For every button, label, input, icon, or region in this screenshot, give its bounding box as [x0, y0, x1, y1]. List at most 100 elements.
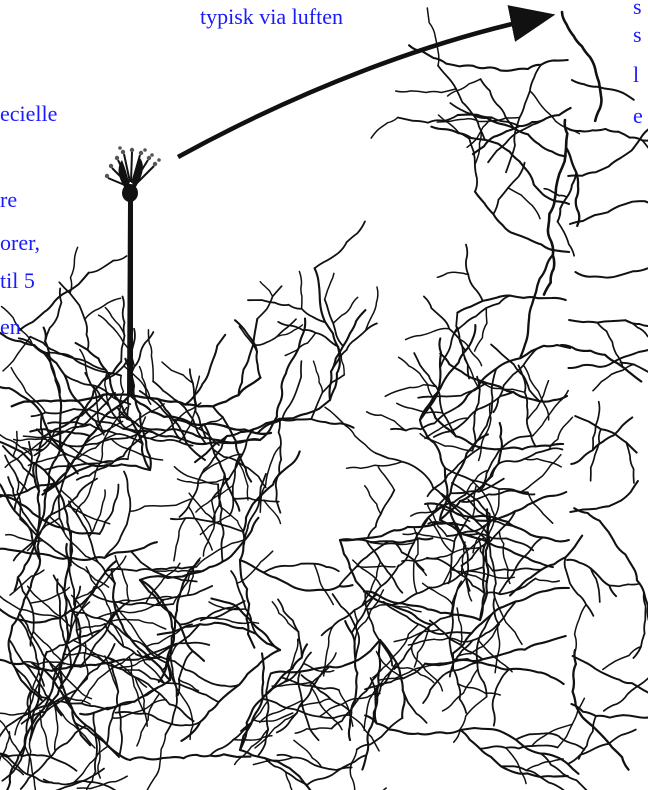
hypha-strand — [255, 713, 297, 748]
left-text-fragment-3: orer, — [0, 230, 40, 256]
hypha-strand — [0, 753, 52, 783]
hypha-strand — [314, 564, 333, 605]
hypha-strand — [350, 749, 357, 789]
hypha-strand — [371, 118, 398, 139]
hypha-strand — [130, 395, 271, 434]
hypha-strand — [235, 320, 260, 377]
hypha-strand — [573, 656, 648, 697]
hypha-strand — [459, 345, 570, 406]
hypha-strand — [129, 657, 144, 713]
hypha-strand — [105, 472, 131, 558]
hypha-strand — [489, 543, 499, 625]
hypha-strand — [185, 335, 225, 405]
hypha-strand — [541, 754, 600, 790]
hypha-strand — [278, 599, 302, 657]
hypha-strand — [33, 632, 64, 664]
hypha-strand — [357, 566, 395, 567]
hyphae-network — [0, 8, 648, 790]
hypha-strand — [403, 690, 427, 723]
hypha-strand — [299, 272, 302, 309]
hypha-strand — [508, 188, 540, 219]
hypha-strand — [460, 730, 568, 777]
hypha-strand — [174, 518, 186, 561]
hypha-strand — [438, 559, 485, 594]
hypha-strand — [562, 12, 601, 121]
hypha-strand — [593, 364, 634, 390]
hypha-strand — [162, 362, 193, 383]
hypha-strand — [248, 300, 325, 322]
hypha-strand — [10, 570, 44, 595]
hypha-strand — [135, 677, 147, 726]
hypha-strand — [536, 579, 560, 582]
hypha-strand — [414, 560, 427, 575]
hypha-strand — [357, 718, 403, 749]
hypha-strand — [397, 403, 443, 413]
hypha-strand — [365, 715, 460, 734]
hypha-strand — [565, 557, 594, 616]
hypha-strand — [570, 201, 648, 224]
hypha-strand — [19, 338, 60, 394]
hypha-strand — [568, 129, 648, 176]
hypha-strand — [30, 337, 106, 370]
hypha-strand — [89, 256, 127, 273]
hypha-strand — [333, 297, 358, 323]
hypha-strand — [466, 245, 483, 301]
hypha-strand — [153, 570, 203, 571]
hypha-strand — [85, 298, 121, 319]
hypha-strand — [73, 640, 107, 664]
hypha-strand — [272, 602, 298, 632]
left-text-fragment-4: til 5 — [0, 268, 35, 294]
hypha-strand — [396, 89, 456, 93]
hypha-strand — [457, 296, 565, 313]
hypha-strand — [67, 506, 110, 524]
hypha-strand — [475, 308, 487, 351]
hypha-strand — [457, 608, 462, 645]
dispersal-caption: typisk via luften — [200, 4, 343, 30]
hypha-strand — [398, 495, 448, 567]
hypha-strand — [347, 462, 403, 469]
hypha-strand — [493, 669, 510, 725]
hypha-strand — [240, 644, 307, 750]
hypha-strand — [642, 140, 648, 200]
hypha-strand — [203, 500, 214, 556]
hypha-strand — [315, 222, 365, 269]
hypha-strand — [11, 368, 45, 413]
hypha-strand — [253, 319, 296, 345]
hypha-strand — [285, 639, 298, 682]
hypha-strand — [633, 593, 645, 658]
hypha-strand — [161, 586, 212, 600]
hypha-strand — [567, 128, 648, 141]
hypha-strand — [325, 407, 376, 453]
hypha-strand — [93, 713, 97, 772]
hypha-strand — [147, 735, 166, 790]
hypha-strand — [609, 584, 638, 586]
hypha-strand — [362, 640, 380, 770]
right-text-fragment-1: s — [633, 0, 642, 20]
hypha-strand — [294, 740, 322, 767]
hypha-strand — [558, 698, 585, 747]
hypha-strand — [575, 605, 587, 651]
hypha-strand — [453, 659, 563, 684]
hypha-strand — [570, 481, 638, 512]
left-text-fragment-5: en — [0, 314, 21, 340]
hypha-strand — [604, 676, 648, 711]
hypha-strand — [479, 404, 491, 461]
hypha-strand — [188, 507, 212, 550]
hypha-strand — [77, 776, 127, 788]
hypha-strand — [277, 325, 302, 337]
hypha-strand — [530, 91, 580, 134]
left-text-fragment-2: re — [0, 187, 17, 213]
hypha-strand — [575, 268, 647, 277]
hypha-strand — [260, 282, 272, 297]
hypha-strand — [591, 429, 601, 481]
hypha-strand — [54, 702, 95, 748]
hypha-strand — [295, 728, 331, 733]
hypha-strand — [18, 619, 44, 685]
hypha-strand — [406, 328, 450, 339]
hypha-strand — [469, 139, 477, 192]
right-text-fragment-2: s — [633, 22, 642, 48]
hypha-strand — [130, 499, 190, 511]
hypha-strand — [325, 273, 334, 299]
hypha-strand — [339, 542, 388, 586]
